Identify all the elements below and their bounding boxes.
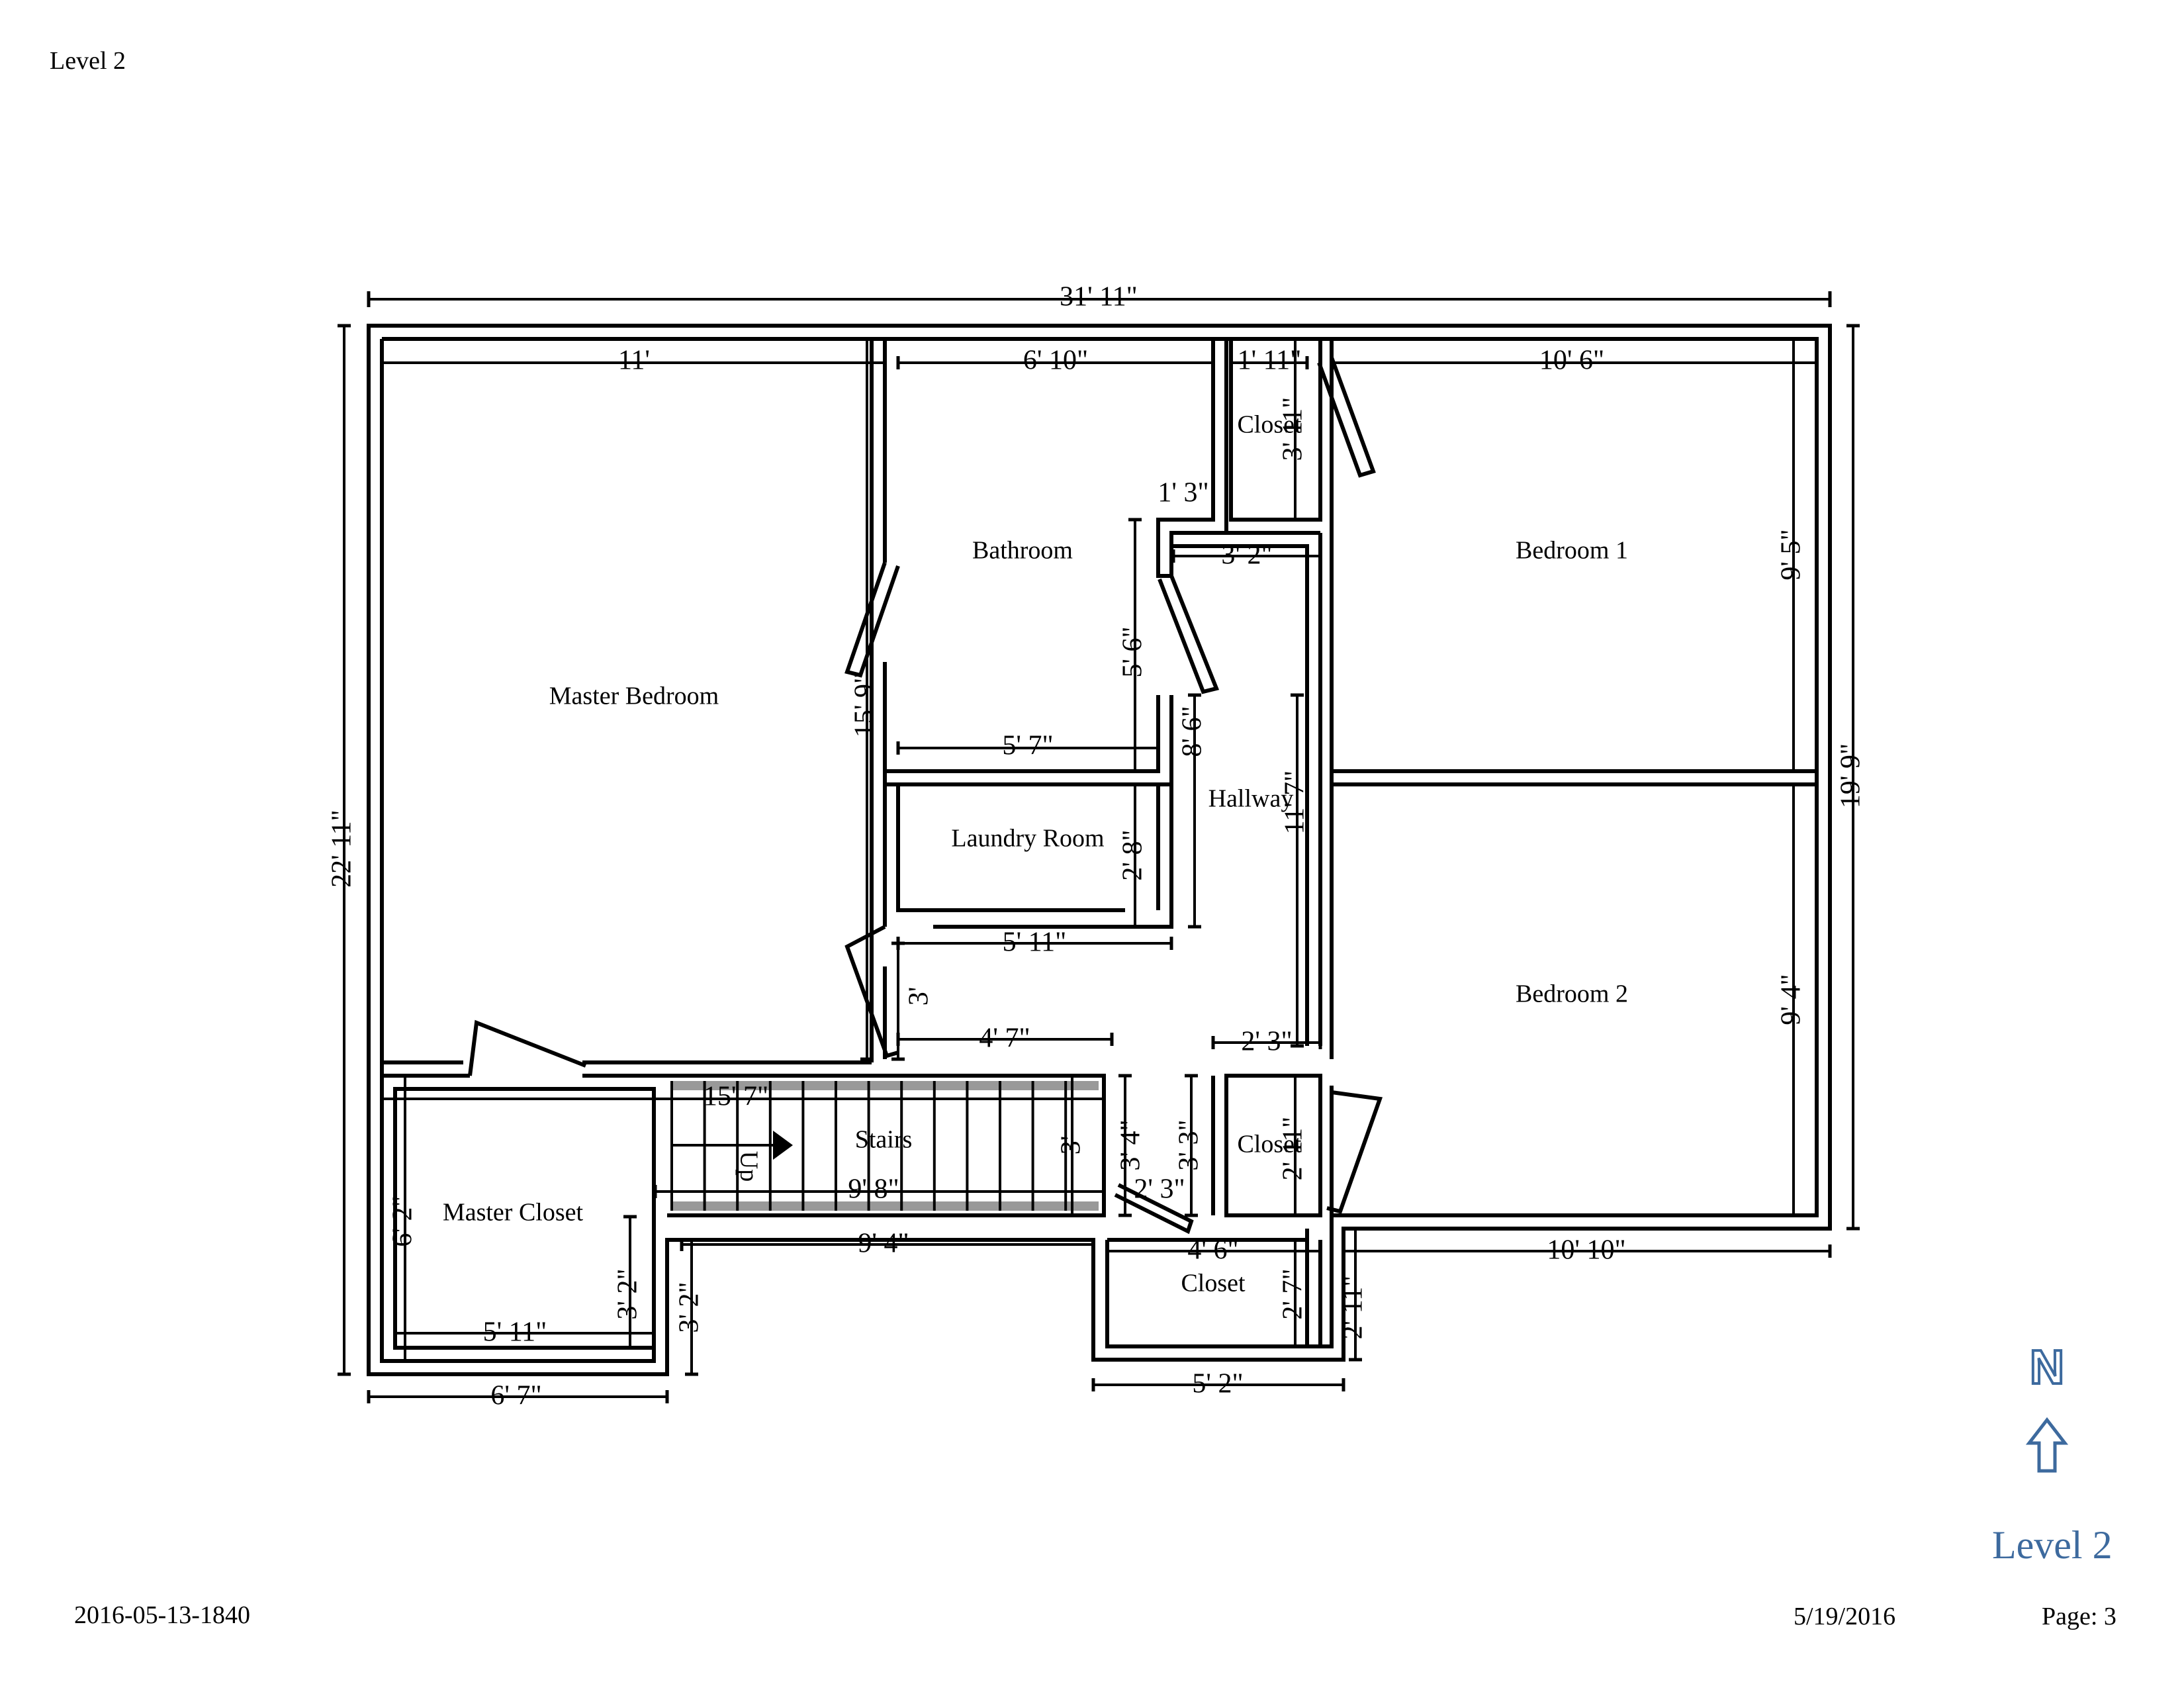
label-bedroom-1: Bedroom 1 xyxy=(1516,537,1628,565)
dim-overall-width: 31' 11" xyxy=(1060,282,1138,312)
dim-bed2-height: 9' 4" xyxy=(1776,974,1807,1025)
dim-bottom-width: 6' 7" xyxy=(490,1381,541,1411)
door-closet-south xyxy=(1114,1183,1194,1235)
dim-master-closet-width: 5' 11" xyxy=(483,1317,547,1348)
label-laundry-room: Laundry Room xyxy=(951,825,1104,853)
dim-hall-north: 1' 3" xyxy=(1158,478,1208,508)
door-bedroom1 xyxy=(1317,356,1376,478)
dim-landing-width: 4' 7" xyxy=(979,1023,1030,1054)
label-stairs-up: Up xyxy=(735,1151,762,1182)
dim-mc-h2: 3' 2" xyxy=(674,1282,705,1333)
label-bathroom: Bathroom xyxy=(972,537,1073,565)
dim-master-width: 11' xyxy=(618,346,650,376)
page-header-level: Level 2 xyxy=(50,47,126,75)
dim-closet-height: 3' 11" xyxy=(1278,397,1308,461)
label-closet-middle: Closet xyxy=(1237,1131,1302,1158)
dim-bath-width: 6' 10" xyxy=(1023,346,1088,376)
dim-east-height: 19' 9" xyxy=(1836,743,1866,808)
dim-mc-h1: 3' 2" xyxy=(613,1268,643,1319)
label-closet-south: Closet xyxy=(1181,1270,1246,1297)
footer-id: 2016-05-13-1840 xyxy=(74,1601,250,1629)
dim-overall-height: 22' 11" xyxy=(327,810,357,888)
dim-hall-width: 3' 2" xyxy=(1221,540,1272,571)
dim-bed1-height: 9' 5" xyxy=(1776,529,1807,580)
dim-closet-south-height: 2' 7" xyxy=(1278,1268,1308,1319)
stair-treads xyxy=(670,1081,1099,1211)
stair-up-arrow-icon xyxy=(773,1131,793,1160)
dim-bed1-width: 10' 6" xyxy=(1539,346,1604,376)
label-bedroom-2: Bedroom 2 xyxy=(1516,980,1628,1008)
dim-master-height: 15' 9" xyxy=(850,673,880,737)
dim-closet-width: 1' 11" xyxy=(1238,346,1302,376)
door-master-bedroom xyxy=(468,1019,587,1076)
dim-laundry-width: 5' 11" xyxy=(1003,927,1067,958)
dim-stairs-h2: 3' 3" xyxy=(1174,1119,1205,1170)
dim-stairs-h1: 3' 4" xyxy=(1116,1119,1146,1170)
label-hallway: Hallway xyxy=(1208,785,1294,813)
dim-stairs-width: 3' xyxy=(1056,1136,1087,1155)
north-arrow-shape xyxy=(2025,1417,2069,1473)
dim-stair-door: 2' 3" xyxy=(1134,1174,1185,1205)
room-labels: Master Bedroom Bathroom Closet Bedroom 1… xyxy=(443,411,1628,1297)
dim-hall-length: 11' 7" xyxy=(1280,771,1310,835)
dim-bath-lower-width: 5' 7" xyxy=(1002,731,1053,761)
label-closet-north: Closet xyxy=(1237,411,1302,439)
dim-stairs-run: 9' 8" xyxy=(848,1174,899,1205)
dim-closet-mid-height: 2' 11" xyxy=(1278,1117,1308,1181)
label-master-bedroom: Master Bedroom xyxy=(549,682,719,710)
dim-laundry-height: 2' 8" xyxy=(1118,829,1148,880)
dim-closet-south-height-2: 2' 11" xyxy=(1338,1276,1369,1340)
north-letter: N xyxy=(2030,1341,2064,1394)
compass-level-label: Level 2 xyxy=(1992,1523,2113,1567)
label-stairs: Stairs xyxy=(855,1126,913,1154)
dim-stairs-length: 15' 7" xyxy=(704,1082,768,1112)
walls xyxy=(367,324,1832,1376)
door-bedroom2 xyxy=(1326,1090,1383,1214)
north-arrow-icon: N xyxy=(2025,1340,2069,1473)
dim-bath-height: 5' 6" xyxy=(1118,626,1148,677)
dim-landing-height: 3' xyxy=(904,987,934,1006)
dim-hall-height: 8' 6" xyxy=(1177,706,1208,757)
footer-date: 5/19/2016 xyxy=(1794,1603,1896,1630)
dim-closet-south-width: 4' 6" xyxy=(1187,1235,1238,1266)
label-master-closet: Master Closet xyxy=(443,1199,584,1227)
dim-master-closet-height: 6' 2" xyxy=(388,1196,418,1246)
dim-closet-mid-width: 2' 3" xyxy=(1241,1027,1292,1057)
dim-south-width: 9' 4" xyxy=(858,1229,909,1259)
footer-page: Page: 3 xyxy=(2042,1603,2116,1630)
dim-bed2-width: 10' 10" xyxy=(1547,1235,1625,1266)
dim-closet-south-bottom-width: 5' 2" xyxy=(1192,1369,1243,1399)
dimension-labels: 31' 11" 22' 11" 19' 9" 11' 6' 10" 1' 11"… xyxy=(327,282,1866,1411)
dimension-lines xyxy=(338,291,1860,1403)
door-bathroom-east xyxy=(1158,575,1220,694)
